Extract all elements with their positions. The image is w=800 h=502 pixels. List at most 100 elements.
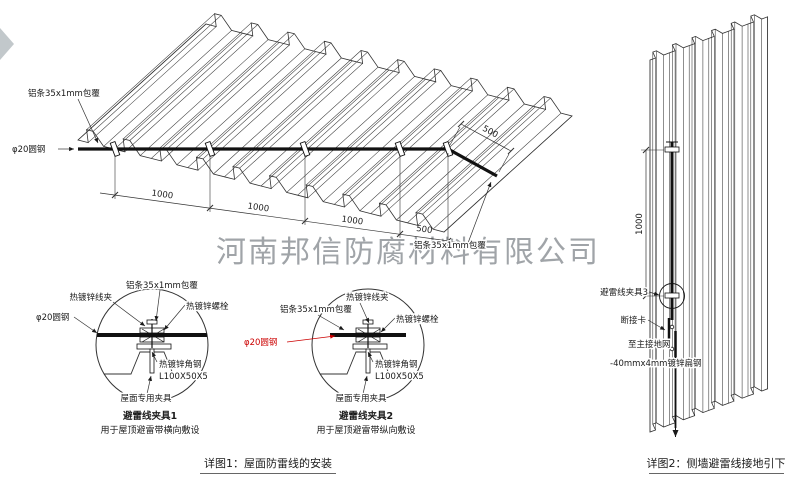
roof-panel-rib-line bbox=[297, 78, 426, 196]
detail-1-title: 避雷线夹具1 bbox=[123, 410, 177, 422]
angle-steel-flange bbox=[136, 343, 172, 350]
roof-panel-rib-line bbox=[306, 68, 435, 186]
bolt-nut bbox=[146, 319, 158, 325]
wall-leaders bbox=[647, 291, 666, 331]
leader-line bbox=[163, 304, 186, 331]
dim-value: 500 bbox=[416, 224, 433, 236]
dim-tick bbox=[111, 191, 119, 199]
clamp-detail-2-labels: 铝条35x1mm包覆 热镀锌线夹 热镀锌螺栓 φ20圆钢 热镀锌角钢 L100X… bbox=[243, 291, 441, 437]
roof-panel-rib-line bbox=[140, 39, 269, 156]
roof-panel-rib-line bbox=[232, 50, 362, 167]
roof-panel-outline bbox=[77, 13, 573, 233]
wire-clip-label: 热镀锌线夹 bbox=[346, 292, 389, 303]
leader-line bbox=[647, 319, 666, 331]
roof-panel-rib-line bbox=[380, 99, 510, 217]
dim-value: 1000 bbox=[341, 215, 364, 228]
roof-isometric-view: 1000 1000 1000 500 500 铝条35x1mm包覆 φ20圆钢 … bbox=[11, 13, 573, 253]
angle-steel-label: 热镀锌角钢 bbox=[375, 359, 418, 370]
dim-tick bbox=[206, 204, 214, 212]
dim-tick bbox=[642, 146, 650, 154]
angle-spec-label: L100X50X5 bbox=[159, 372, 208, 382]
roof-panel-rib-line bbox=[407, 106, 536, 224]
captions: 详图1：屋面防雷线的安装 详图2：侧墙避雷线接地引下 bbox=[200, 456, 786, 474]
caption-detail-2: 详图2：侧墙避雷线接地引下 bbox=[647, 456, 786, 470]
round-steel-label: φ20圆钢 bbox=[36, 312, 69, 323]
roof-panel-rib-line bbox=[88, 26, 217, 143]
roof-panel-rib-line bbox=[379, 87, 508, 204]
roof-panel-rib-line bbox=[422, 97, 551, 215]
disconnect-card-label: 断接卡 bbox=[620, 315, 646, 326]
to-ground-grid-label: 至主接地网 bbox=[628, 339, 671, 350]
leader-line bbox=[317, 314, 345, 331]
roof-panel-rib-line bbox=[123, 22, 252, 140]
leader-line bbox=[77, 98, 99, 144]
roof-panel-rib-line bbox=[176, 48, 305, 166]
detail-2-subtitle: 用于屋顶避雷带纵向敷设 bbox=[316, 424, 415, 436]
roof-dimension-lines bbox=[99, 120, 515, 245]
dim-extension-line bbox=[498, 153, 510, 173]
roof-panel-rib-line bbox=[286, 76, 415, 193]
roof-panel-rib-line bbox=[77, 23, 207, 141]
dim-value: 1000 bbox=[151, 189, 174, 202]
alu-strip-label: 铝条35x1mm包覆 bbox=[280, 304, 352, 315]
roof-leader-labels: 铝条35x1mm包覆 φ20圆钢 铝条35x1mm包覆 bbox=[11, 87, 492, 253]
roof-panel-rib-line bbox=[234, 63, 363, 180]
clamp-hatch bbox=[357, 328, 381, 343]
roof-panel-rib-line bbox=[271, 72, 400, 189]
disconnect-bolt bbox=[669, 346, 675, 352]
leader-line bbox=[362, 375, 368, 395]
bolt-label: 热镀锌螺栓 bbox=[186, 301, 229, 312]
roof-panel-rib-line bbox=[166, 33, 295, 150]
detail-2-title: 避雷线夹具2 bbox=[339, 410, 393, 422]
leader-line bbox=[367, 351, 374, 363]
leader-line-red bbox=[286, 334, 336, 343]
roof-panel-rib-line bbox=[202, 42, 332, 160]
roof-corrugated-panel bbox=[77, 13, 573, 233]
roof-panel-rib-line bbox=[129, 24, 258, 141]
roof-panel-rib-line bbox=[396, 103, 525, 221]
roof-panel-rib-line bbox=[224, 60, 353, 178]
detail-1-subtitle: 用于屋顶避雷带横向敷设 bbox=[100, 424, 199, 436]
leader-line bbox=[648, 291, 660, 296]
dim-tick bbox=[507, 147, 515, 155]
roof-panel-rib-line bbox=[415, 96, 545, 213]
clamp-detail-1: 热镀锌线夹 铝条35x1mm包覆 热镀锌螺栓 φ20圆钢 热镀锌角钢 L100X… bbox=[35, 279, 231, 437]
dim-value: 1000 bbox=[247, 202, 270, 215]
leader-line bbox=[112, 301, 146, 327]
roof-panel-rib-line bbox=[197, 53, 327, 171]
dim-extension-line bbox=[449, 126, 461, 146]
conductor-clamp-mark bbox=[204, 140, 216, 158]
wall-corrugated-panel bbox=[649, 14, 768, 433]
roof-panel-rib-line bbox=[249, 66, 379, 184]
conductor-clamp-mark bbox=[299, 140, 311, 158]
wall-conductor-group bbox=[659, 141, 685, 437]
roof-panel-rib-line bbox=[359, 94, 488, 212]
wall-dimension bbox=[641, 146, 664, 300]
dim-tick bbox=[301, 217, 309, 225]
roof-clamps bbox=[109, 140, 454, 158]
dim-line-roof bbox=[99, 192, 457, 243]
wall-dim-value: 1000 bbox=[635, 213, 645, 235]
roof-panel-rib-line bbox=[161, 44, 290, 162]
roof-panel-rib-line bbox=[151, 42, 280, 159]
wire-clip-label: 热镀锌线夹 bbox=[69, 292, 112, 303]
leader-line bbox=[380, 317, 396, 333]
roof-panel-rib-line bbox=[103, 30, 232, 147]
leader-line bbox=[146, 375, 152, 395]
roof-panel-rib-line bbox=[114, 32, 243, 150]
round-steel-label-red: φ20圆钢 bbox=[244, 337, 277, 348]
roof-conductor-group bbox=[78, 140, 498, 178]
roof-panel-rib-line bbox=[93, 15, 222, 132]
caption-detail-1: 详图1：屋面防雷线的安装 bbox=[204, 456, 332, 470]
conductor-clamp-mark bbox=[394, 140, 406, 158]
clamp-detail-2: 铝条35x1mm包覆 热镀锌线夹 热镀锌螺栓 φ20圆钢 热镀锌角钢 L100X… bbox=[243, 288, 441, 437]
dim-tick bbox=[396, 230, 404, 238]
roof-panel-rib-line bbox=[370, 97, 499, 214]
roof-panel-rib-line bbox=[86, 13, 215, 130]
roof-panel-rib-line bbox=[349, 79, 478, 196]
roof-panel-rib-line bbox=[196, 41, 325, 158]
flat-steel-label: -40mmx4mm镀锌扁钢 bbox=[610, 358, 701, 369]
leader-line bbox=[359, 302, 370, 324]
wall-clamp-mark bbox=[664, 292, 680, 299]
roof-panel-rib-line bbox=[260, 69, 390, 187]
